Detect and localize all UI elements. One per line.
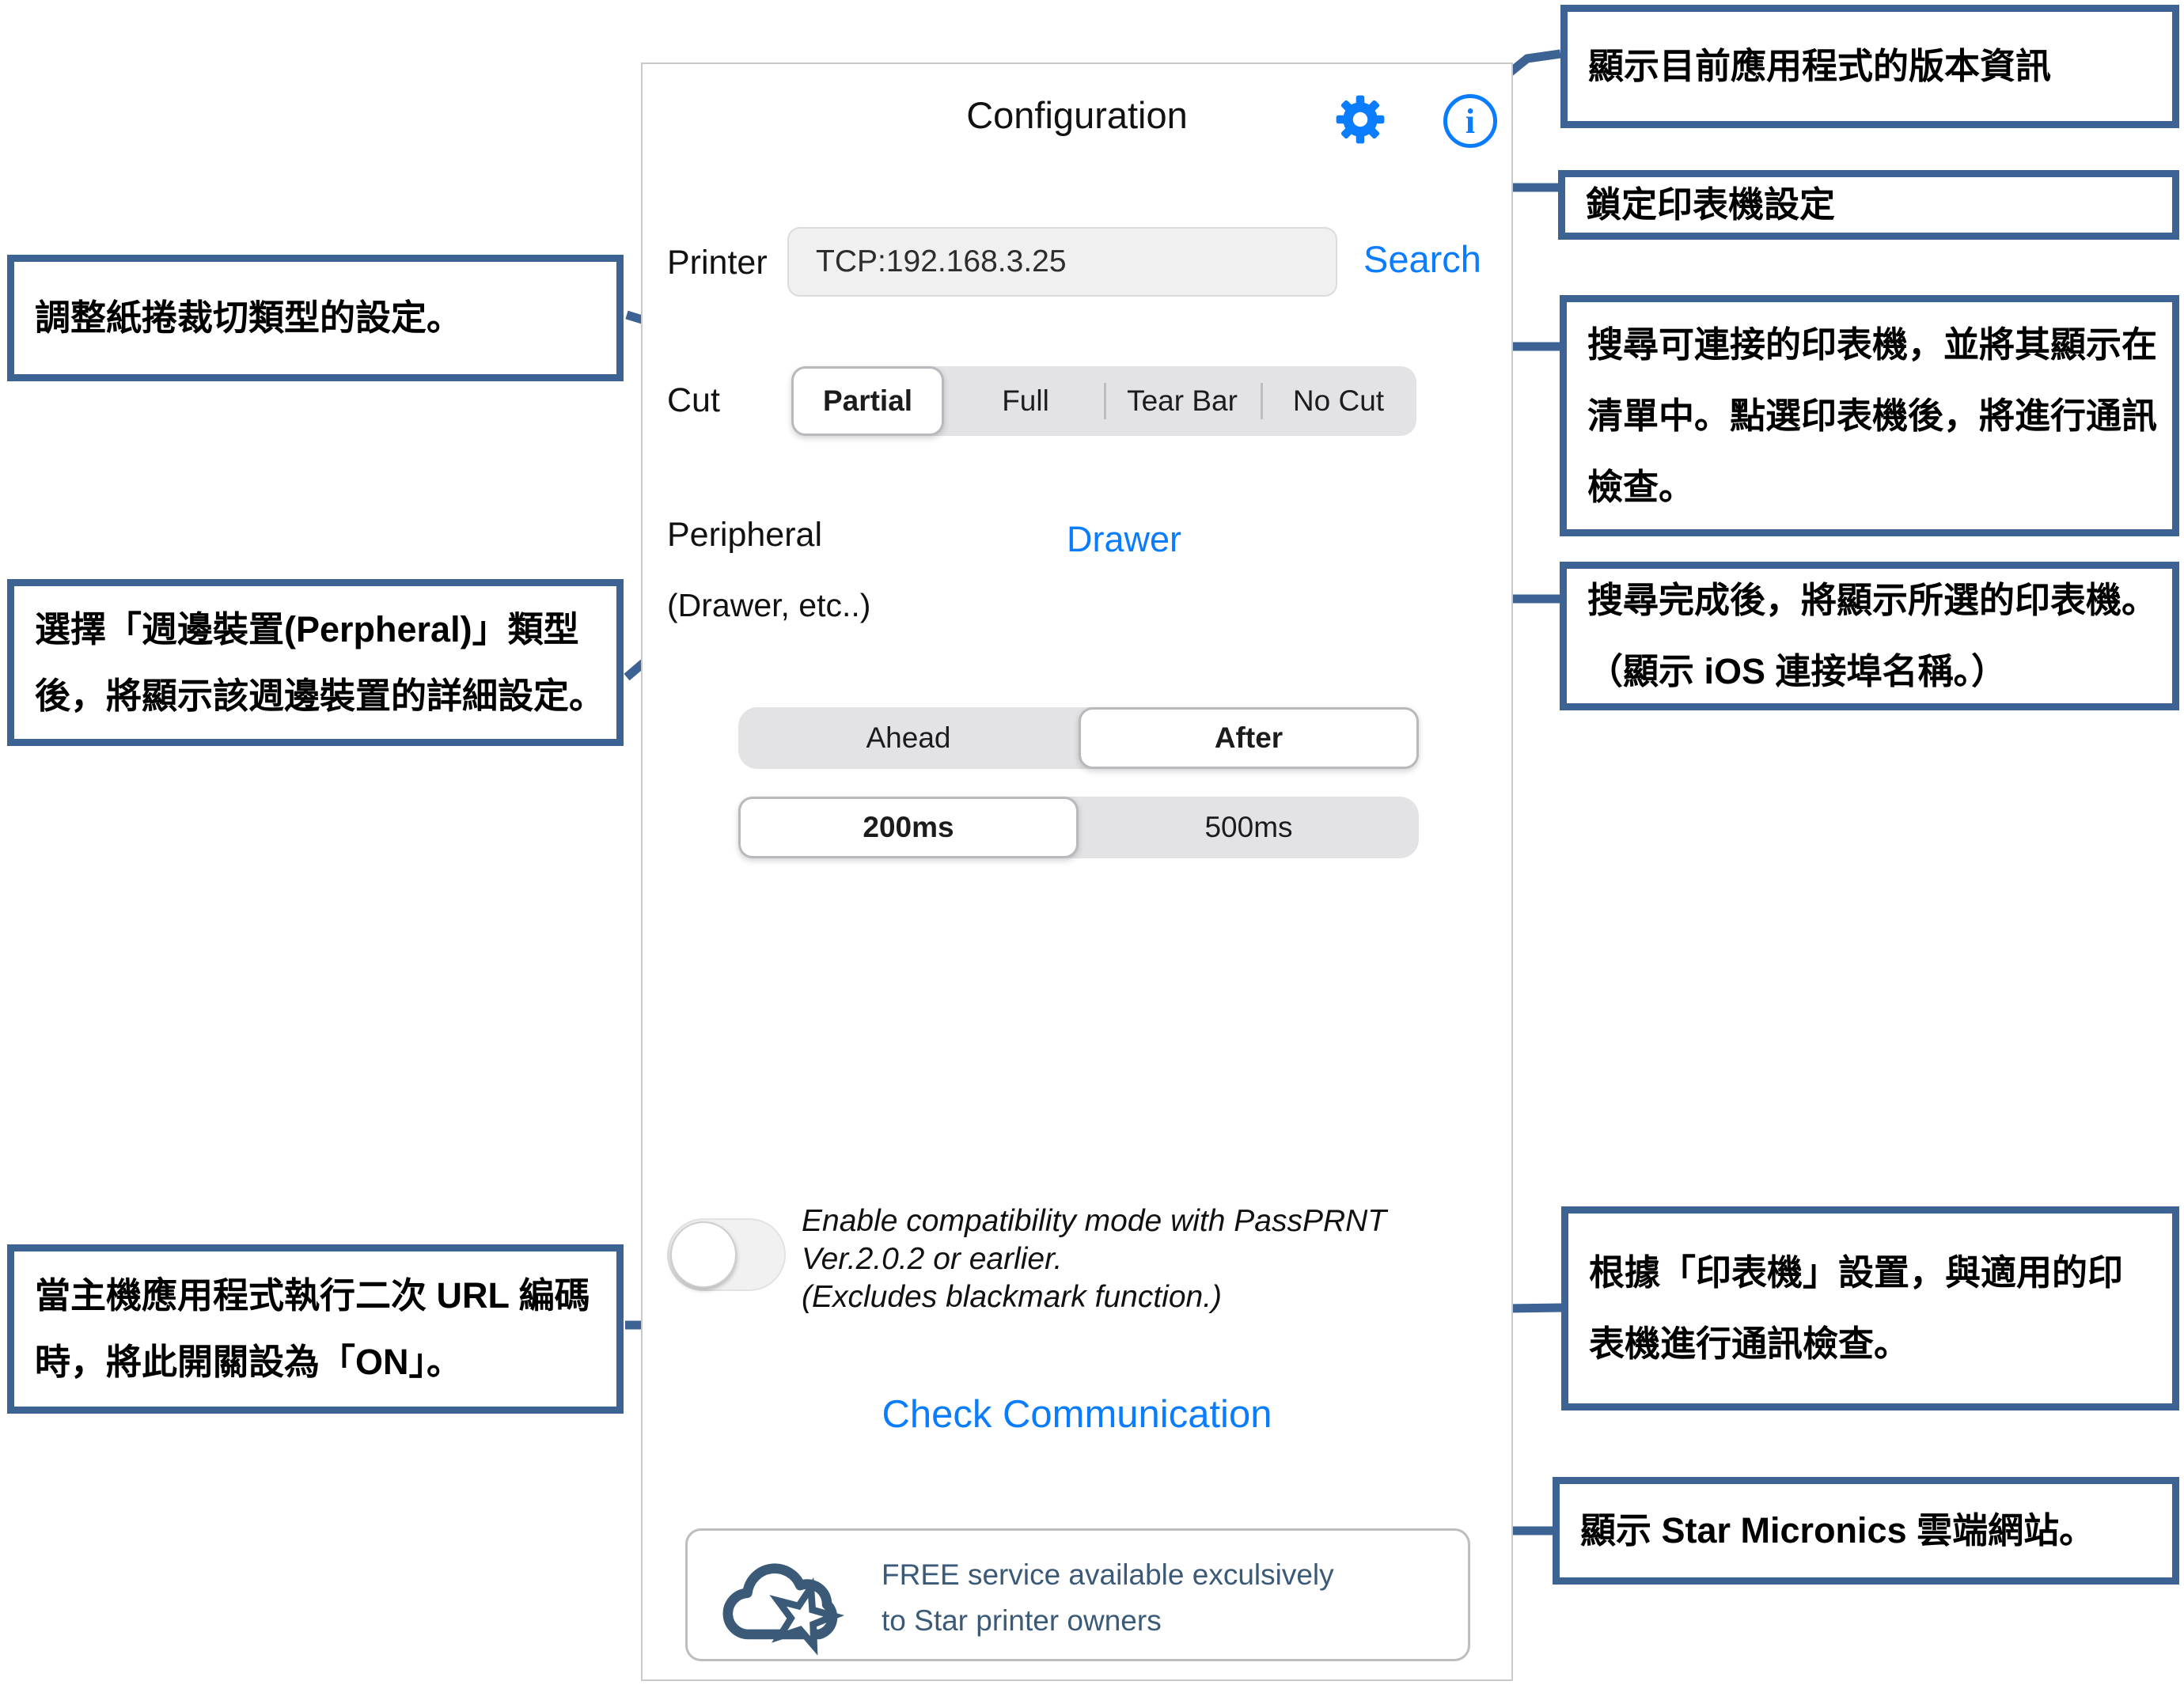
cut-option-nocut[interactable]: No Cut (1292, 384, 1385, 417)
search-button[interactable]: Search (1363, 238, 1481, 280)
gear-icon[interactable] (1334, 93, 1386, 146)
callout-selected-printer: 搜尋完成後，將顯示所選的印表機。 （顯示 iOS 連接埠名稱。） (1560, 562, 2179, 710)
compatibility-note-line: (Excludes blackmark function.) (802, 1280, 1223, 1314)
callout-text: （顯示 iOS 連接埠名稱。） (1587, 651, 2008, 691)
delay-option-200ms[interactable]: 200ms (738, 797, 1079, 858)
callout-peripheral-setting: 選擇「週邊裝置(Perpheral)」類型 後，將顯示該週邊裝置的詳細設定。 (7, 579, 624, 746)
cut-option-full[interactable]: Full (1002, 384, 1049, 417)
callout-comm-check: 根據「印表機」設置，與適用的印 表機進行通訊檢查。 (1561, 1206, 2179, 1410)
compatibility-note: Enable compatibility mode with PassPRNT … (802, 1202, 1482, 1316)
callout-text: 當主機應用程式執行二次 URL 編碼 (35, 1275, 590, 1316)
callout-text: 時，將此開關設為「ON」。 (35, 1342, 463, 1382)
cut-segmented-control: Partial Full Tear Bar No Cut (791, 366, 1416, 436)
printer-address-field[interactable]: TCP:192.168.3.25 (787, 227, 1337, 297)
toggle-knob (670, 1221, 737, 1288)
timing-option-ahead[interactable]: Ahead (866, 721, 951, 754)
printer-address-value: TCP:192.168.3.25 (816, 244, 1067, 278)
compatibility-note-line: Enable compatibility mode with PassPRNT (802, 1204, 1387, 1238)
segment-divider (1104, 383, 1106, 419)
callout-text: 選擇「週邊裝置(Perpheral)」類型 (35, 608, 579, 649)
app-panel (641, 62, 1513, 1681)
callout-text: 鎖定印表機設定 (1586, 184, 1836, 225)
callout-text: 顯示 Star Micronics 雲端網站。 (1580, 1510, 2095, 1551)
check-communication-button[interactable]: Check Communication (882, 1393, 1272, 1436)
callout-cut-setting: 調整紙捲裁切類型的設定。 (7, 255, 624, 381)
delay-option-500ms[interactable]: 500ms (1204, 811, 1293, 843)
cut-label: Cut (667, 381, 720, 419)
callout-text: 後，將顯示該週邊裝置的詳細設定。 (35, 675, 605, 716)
callout-version-info: 顯示目前應用程式的版本資訊 (1560, 5, 2179, 128)
callout-text: 根據「印表機」設置，與適用的印 (1589, 1252, 2124, 1293)
callout-text: 調整紙捲裁切類型的設定。 (35, 297, 463, 338)
callout-text: 搜尋可連接的印表機，並將其顯示在 (1587, 324, 2158, 365)
cloud-service-line: to Star printer owners (882, 1604, 1162, 1637)
cloud-service-line: FREE service available exculsively (882, 1558, 1334, 1591)
page-title: Configuration (966, 94, 1188, 136)
callout-text: 表機進行通訊檢查。 (1589, 1323, 1910, 1364)
callout-text: 顯示目前應用程式的版本資訊 (1588, 46, 2052, 86)
callout-search-printer: 搜尋可連接的印表機，並將其顯示在 清單中。點選印表機後，將進行通訊 檢查。 (1560, 295, 2179, 536)
peripheral-label-note: (Drawer, etc..) (667, 587, 871, 623)
cloud-service-text: FREE service available exculsively to St… (882, 1552, 1334, 1644)
drawer-timing-segmented-control: Ahead After (738, 707, 1419, 769)
callout-text: 搜尋完成後，將顯示所選的印表機。 (1587, 580, 2158, 620)
drawer-delay-segmented-control: 200ms 500ms (738, 797, 1419, 858)
cut-option-partial[interactable]: Partial (791, 366, 944, 436)
callout-url-encoding: 當主機應用程式執行二次 URL 編碼 時，將此開關設為「ON」。 (7, 1244, 624, 1414)
callout-cloud-site: 顯示 Star Micronics 雲端網站。 (1553, 1477, 2179, 1585)
printer-label: Printer (667, 244, 768, 282)
toggle-switch[interactable] (667, 1218, 786, 1291)
callout-text: 檢查。 (1587, 466, 1695, 507)
timing-option-after[interactable]: After (1079, 707, 1419, 769)
segment-divider (1261, 383, 1263, 419)
compatibility-note-line: Ver.2.0.2 or earlier. (802, 1242, 1063, 1276)
callout-lock-settings: 鎖定印表機設定 (1558, 170, 2179, 240)
info-icon[interactable]: i (1443, 94, 1497, 148)
callout-text: 清單中。點選印表機後，將進行通訊 (1587, 395, 2158, 436)
cut-option-tearbar[interactable]: Tear Bar (1127, 384, 1238, 417)
peripheral-label: Peripheral (667, 516, 822, 554)
peripheral-drawer-link[interactable]: Drawer (1067, 519, 1182, 559)
cloud-star-icon (703, 1541, 861, 1656)
